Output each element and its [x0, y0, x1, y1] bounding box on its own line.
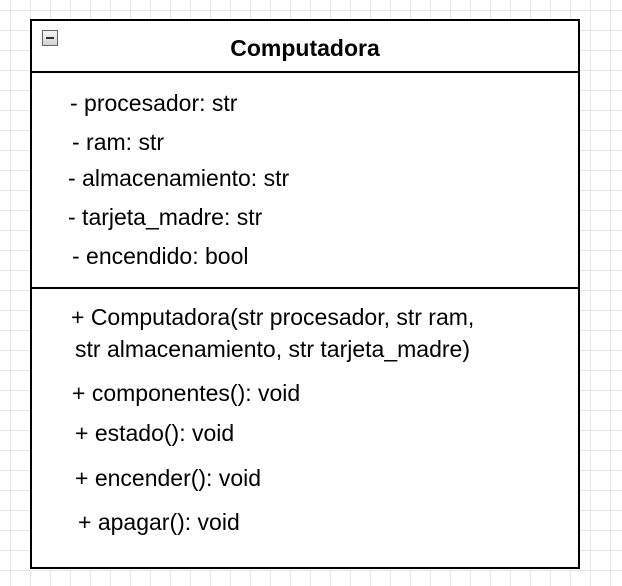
method-row: + apagar(): void	[78, 509, 240, 535]
class-header: Computadora	[32, 21, 578, 73]
method-row: + Computadora(str procesador, str ram,	[71, 304, 475, 330]
minus-glyph	[46, 37, 54, 39]
method-row: + componentes(): void	[72, 380, 301, 406]
attribute-row: - ram: str	[72, 129, 164, 155]
attribute-row: - procesador: str	[70, 90, 238, 116]
methods-compartment: + Computadora(str procesador, str ram, s…	[32, 289, 578, 567]
uml-class-box[interactable]: Computadora - procesador: str - ram: str…	[30, 19, 580, 569]
attributes-compartment: - procesador: str - ram: str - almacenam…	[32, 73, 578, 289]
method-row: + estado(): void	[75, 420, 235, 446]
class-name: Computadora	[230, 35, 380, 61]
attribute-row: - almacenamiento: str	[68, 165, 290, 191]
attribute-row: - tarjeta_madre: str	[68, 204, 263, 230]
attribute-row: - encendido: bool	[72, 243, 249, 269]
collapse-minus-icon[interactable]	[42, 30, 58, 46]
method-row: str almacenamiento, str tarjeta_madre)	[75, 336, 470, 362]
method-row: + encender(): void	[75, 465, 262, 491]
